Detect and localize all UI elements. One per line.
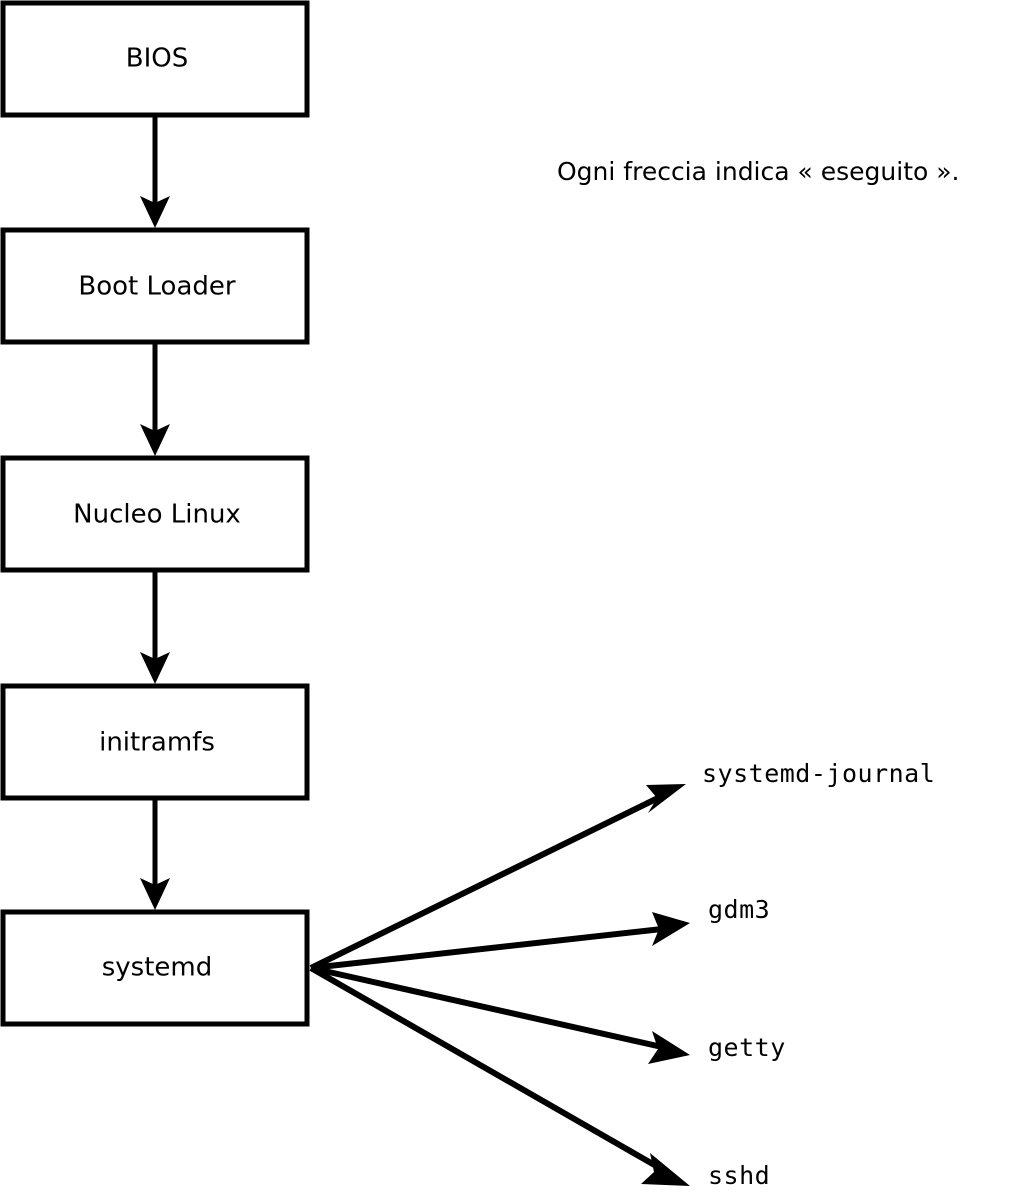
stage-box-systemd-label: systemd [102,953,213,983]
stage-box-bootloader[interactable]: Boot Loader [0,227,310,345]
flow-arrow-bootloader-to-kernel [140,342,170,456]
service-label-sshd: sshd [708,1161,770,1190]
stage-box-bios[interactable]: BIOS [0,0,310,118]
flow-arrow-bios-to-bootloader [140,113,170,228]
stage-box-bootloader-label: Boot Loader [78,272,235,302]
service-label-gdm3: gdm3 [708,895,770,924]
service-label-getty: getty [708,1033,786,1062]
branch-arrow-sshd [309,965,690,1186]
branch-arrow-gdm3 [310,912,690,971]
diagram-caption: Ogni freccia indica « eseguito ». [557,157,960,186]
branch-arrow-getty [310,965,690,1064]
branch-arrow-systemd-journal [309,784,686,971]
service-label-systemd-journal: systemd-journal [702,759,935,788]
stage-box-kernel[interactable]: Nucleo Linux [0,455,310,573]
flow-arrow-initramfs-to-systemd [140,795,170,910]
stage-box-initramfs-label: initramfs [99,728,215,758]
stage-box-bios-label: BIOS [126,44,188,74]
stage-box-initramfs[interactable]: initramfs [0,683,310,801]
stage-box-systemd[interactable]: systemd [0,909,310,1027]
flow-arrow-kernel-to-initramfs [140,570,170,684]
stage-box-kernel-label: Nucleo Linux [73,500,241,530]
